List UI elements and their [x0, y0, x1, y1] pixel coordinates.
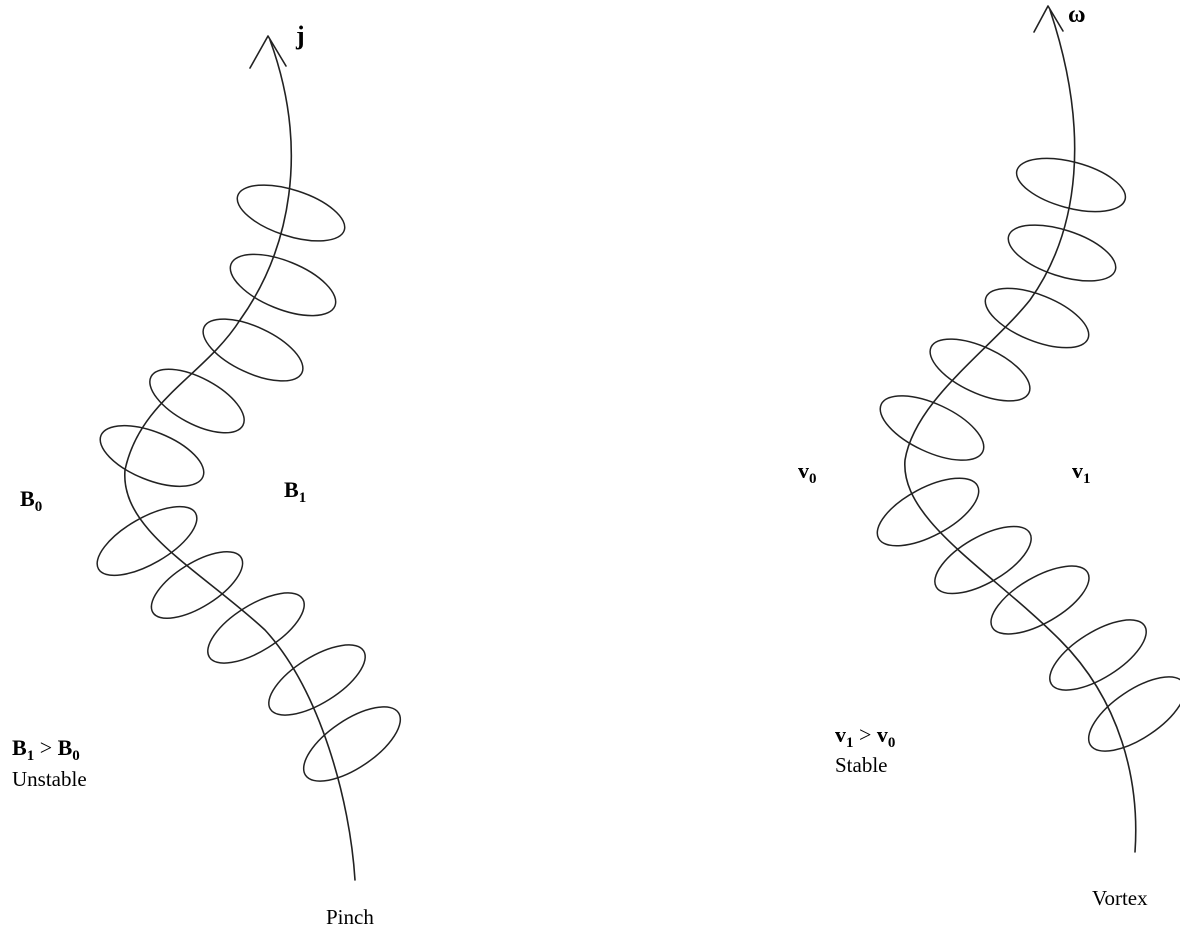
pinch-loop-10: [302, 706, 402, 782]
vortex-loop-8: [990, 565, 1090, 635]
pinch-loop-7: [150, 550, 244, 620]
current-density-label: j: [295, 21, 305, 50]
vortex-loops: [876, 157, 1180, 752]
pinch-arrowhead: [249, 35, 287, 69]
vortex-loop-3: [984, 287, 1090, 349]
vortex-loop-4: [929, 338, 1031, 402]
vortex-vorticity-line: [904, 9, 1137, 853]
vortex-loop-1: [1015, 157, 1127, 213]
pinch-current-line: [124, 39, 356, 881]
pinch-loop-4: [149, 368, 245, 434]
vortex-panel: ω v0 v1 v1 > v0 Stable Vortex: [798, 2, 1180, 910]
inside-velocity-label: v1: [1072, 458, 1091, 487]
vortex-loop-6: [876, 477, 980, 547]
vorticity-label: ω: [1068, 2, 1086, 28]
pinch-loop-5: [99, 424, 205, 488]
pinch-loop-9: [268, 644, 366, 716]
pinch-loops: [96, 184, 402, 782]
vortex-loop-5: [879, 395, 985, 461]
vortex-title: Vortex: [1092, 886, 1148, 910]
pinch-loop-8: [207, 592, 305, 664]
inside-field-label: B1: [284, 477, 306, 506]
pinch-relation: B1 > B0: [12, 735, 80, 764]
pinch-loop-3: [202, 318, 304, 382]
pinch-panel: j B0 B1 B1 > B0 Unstable Pinch: [12, 21, 402, 929]
outside-velocity-label: v0: [798, 458, 817, 487]
pinch-loop-2: [229, 253, 337, 317]
vortex-loop-9: [1049, 619, 1147, 691]
vortex-stability-label: Stable: [835, 753, 888, 777]
pinch-loop-1: [236, 184, 346, 242]
pinch-loop-6: [96, 505, 198, 577]
vortex-loop-7: [934, 525, 1032, 595]
vortex-loop-2: [1007, 224, 1117, 282]
outside-field-label: B0: [20, 486, 42, 515]
pinch-stability-label: Unstable: [12, 767, 87, 791]
pinch-title: Pinch: [326, 905, 374, 929]
vortex-arrowhead: [1033, 5, 1064, 33]
vortex-loop-10: [1087, 676, 1180, 752]
vortex-relation: v1 > v0: [835, 722, 895, 751]
